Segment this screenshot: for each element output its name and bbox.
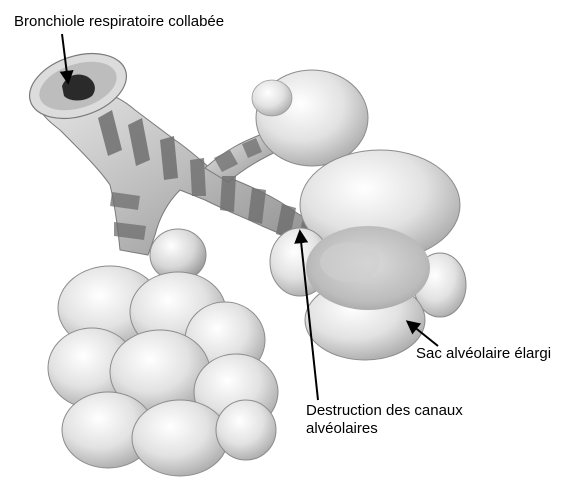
bronchiole-tube bbox=[28, 52, 321, 256]
sac-label: Sac alvéolaire élargi bbox=[416, 345, 552, 362]
lower-alveolar-cluster bbox=[47, 265, 279, 477]
bronchiole-arrow bbox=[59, 33, 74, 85]
destruction-arrow bbox=[294, 229, 319, 401]
sac-arrow bbox=[405, 320, 439, 347]
destruction-label-line1: Destruction des canaux bbox=[306, 402, 463, 419]
bronchiole-label: Bronchiole respiratoire collabée bbox=[14, 13, 225, 30]
enlarged-sac bbox=[269, 149, 467, 361]
destruction-label-line2: alvéolaires bbox=[306, 420, 378, 437]
upper-alveolus bbox=[251, 69, 369, 167]
